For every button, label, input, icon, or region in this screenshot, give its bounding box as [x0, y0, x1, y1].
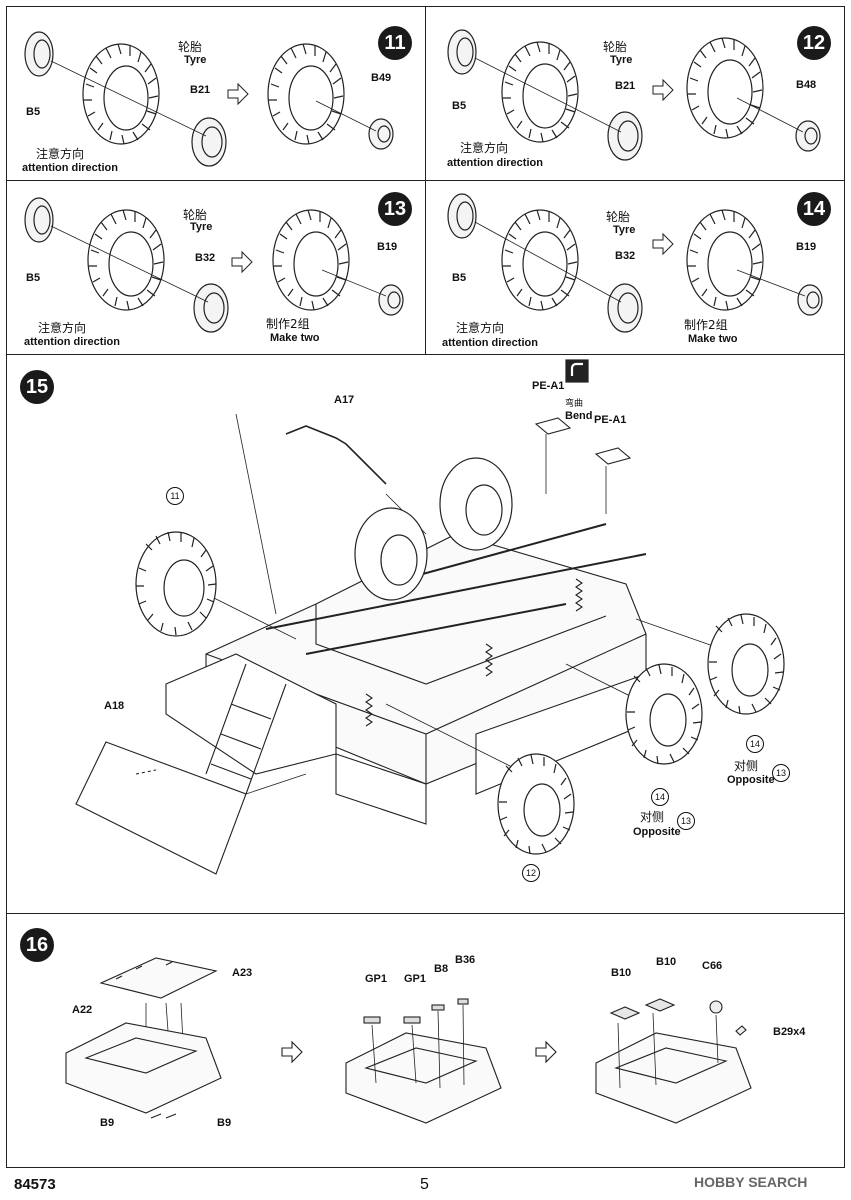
watermark-brand: HOBBY SEARCH: [694, 1174, 808, 1190]
step-16-part-b9-right: B9: [217, 1117, 232, 1129]
step-13-make-en: Make two: [270, 332, 320, 344]
step-11-tyre-en: Tyre: [184, 54, 207, 66]
step-16-part-b9-left: B9: [100, 1117, 115, 1129]
step-13-part-b32: B32: [195, 252, 216, 264]
step-15-part-a17: A17: [334, 394, 355, 406]
step-12-tyre-cn: 轮胎: [603, 40, 628, 54]
step-11-number: 11: [378, 26, 412, 60]
step-14-part-b5: B5: [452, 272, 467, 284]
step-14-number: 14: [797, 192, 831, 226]
step-12-attention-en: attention direction: [447, 157, 543, 169]
step-15-bend-cn: 弯曲: [565, 399, 584, 409]
step-15-ref-12: 12: [522, 864, 540, 882]
step-16-part-gp1-a: GP1: [365, 973, 388, 985]
step-16-part-gp1-b: GP1: [404, 973, 427, 985]
step-13-make-cn: 制作2组: [266, 317, 310, 331]
step-11-attention-en: attention direction: [22, 162, 118, 174]
step-11-part-b49: B49: [371, 72, 392, 84]
step-13-attention-cn: 注意方向: [38, 321, 87, 335]
step-15-pe-a1-bend: PE-A1: [532, 380, 565, 392]
step-13-tyre-en: Tyre: [190, 221, 213, 233]
step-15-ref-11: 11: [166, 487, 184, 505]
step-13-part-b19: B19: [377, 241, 398, 253]
step-14-illustration: [447, 193, 823, 333]
step-12-illustration: [447, 29, 821, 161]
step-11-illustration: [24, 31, 394, 167]
step-15-number: 15: [20, 370, 54, 404]
step-14-attention-cn: 注意方向: [456, 321, 505, 335]
step-16-illustration: [65, 957, 752, 1124]
step-14-tyre-cn: 轮胎: [606, 210, 631, 224]
step-14-tyre-en: Tyre: [613, 224, 636, 236]
step-15-opposite-cn-b: 对侧: [640, 810, 665, 824]
step-13-tyre-cn: 轮胎: [183, 208, 208, 222]
step-15-ref-13b: 13: [677, 812, 695, 830]
step-14-part-b19: B19: [796, 241, 817, 253]
step-14-part-b32: B32: [615, 250, 636, 262]
step-16-part-b36: B36: [455, 954, 476, 966]
step-16-part-c66: C66: [702, 960, 723, 972]
step-16-part-b10-b: B10: [656, 956, 677, 968]
step-15-ref-13a: 13: [772, 764, 790, 782]
step-12-attention-cn: 注意方向: [460, 141, 509, 155]
step-16-number: 16: [20, 928, 54, 962]
step-16-part-b29: B29x4: [773, 1026, 806, 1038]
step-12-part-b48: B48: [796, 79, 817, 91]
page-number: 5: [420, 1176, 429, 1193]
step-16-part-a23: A23: [232, 967, 253, 979]
step-15-opposite-cn-a: 对侧: [734, 759, 759, 773]
step-15-ref-14b: 14: [651, 788, 669, 806]
step-15-pe-a1: PE-A1: [594, 414, 627, 426]
step-16-part-b10-a: B10: [611, 967, 632, 979]
step-13-attention-en: attention direction: [24, 336, 120, 348]
step-13-part-b5: B5: [26, 272, 41, 284]
step-15-opposite-en-b: Opposite: [633, 826, 681, 838]
step-14-make-cn: 制作2组: [684, 318, 728, 332]
step-12-tyre-en: Tyre: [610, 54, 633, 66]
step-16-part-a22: A22: [72, 1004, 93, 1016]
step-11-part-b21: B21: [190, 84, 211, 96]
step-11-part-b5: B5: [26, 106, 41, 118]
step-15-bend-en: Bend: [565, 410, 593, 422]
step-15-ref-14a: 14: [746, 735, 764, 753]
step-13-number: 13: [378, 192, 412, 226]
step-15-part-a18: A18: [104, 700, 125, 712]
step-14-attention-en: attention direction: [442, 337, 538, 349]
step-13-illustration: [24, 197, 404, 333]
step-11-attention-cn: 注意方向: [36, 147, 85, 161]
step-16-panel: [6, 913, 845, 1168]
kit-code: 84573: [14, 1176, 56, 1193]
step-12-part-b21: B21: [615, 80, 636, 92]
step-15-illustration: [75, 359, 785, 875]
step-11-tyre-cn: 轮胎: [178, 40, 203, 54]
step-16-part-b8: B8: [434, 963, 449, 975]
step-12-part-b5: B5: [452, 100, 467, 112]
step-15-opposite-en-a: Opposite: [727, 774, 775, 786]
step-14-make-en: Make two: [688, 333, 738, 345]
step-12-number: 12: [797, 26, 831, 60]
